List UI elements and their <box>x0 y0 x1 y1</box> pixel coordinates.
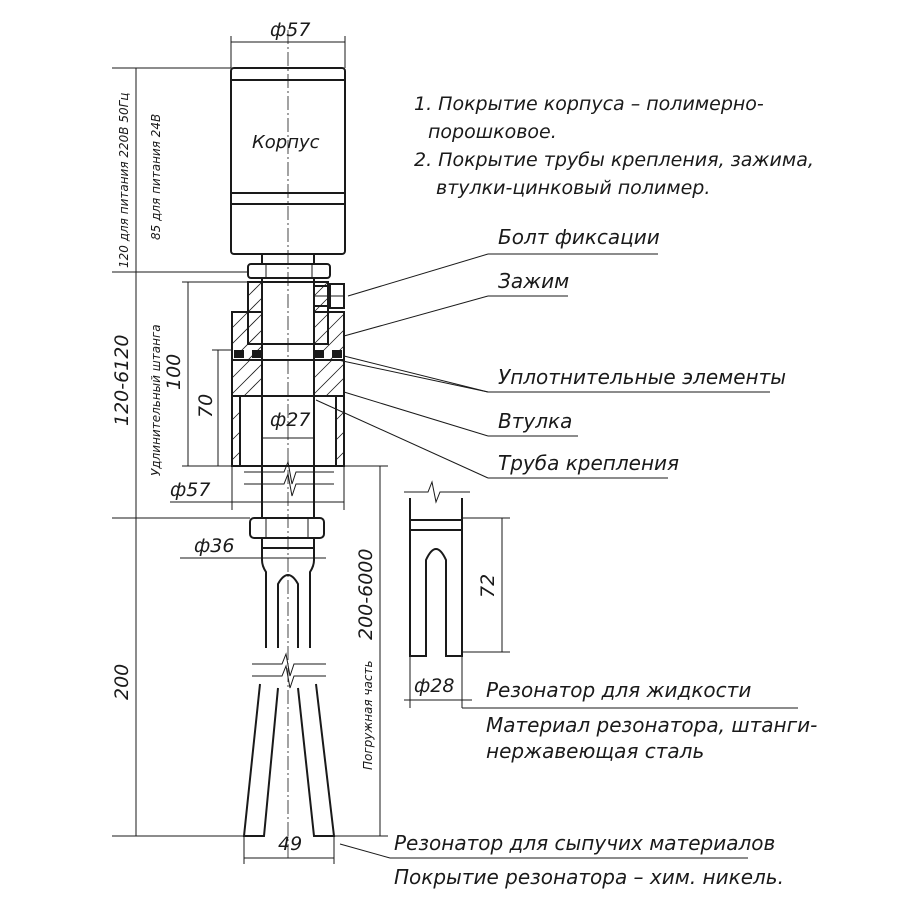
callout-bulk-resonator-text: Резонатор для сыпучих материалов <box>394 831 775 855</box>
notes: 1. Покрытие корпуса – полимерно- порошко… <box>414 93 814 199</box>
dim-fork-200: 200 <box>111 664 133 700</box>
callout-clamp: Зажим <box>343 269 569 337</box>
callout-pipe-text: Труба крепления <box>498 451 679 475</box>
lower-nut <box>249 517 325 549</box>
dim-housing-height-220: 120 для питания 220В 50Гц <box>117 93 131 268</box>
dim-liquid-diameter: ф28 <box>404 656 472 708</box>
callout-seals-text: Уплотнительные элементы <box>498 365 786 389</box>
dim-housing-height-24: 85 для питания 24В <box>149 114 163 240</box>
callout-clamp-text: Зажим <box>498 269 569 293</box>
fixing-bolt <box>313 283 345 309</box>
dim-pipe-diameter-text: ф27 <box>270 409 310 431</box>
note-line-2: порошковое. <box>428 121 557 143</box>
housing-neck <box>247 253 331 279</box>
dim-clamp-70: 70 <box>195 394 217 418</box>
dim-clamp-diameter: ф57 <box>170 466 345 510</box>
dim-fork-width: 49 <box>243 833 335 864</box>
callout-bolt-text: Болт фиксации <box>498 225 660 249</box>
hatch-left <box>231 281 263 461</box>
callout-liquid-resonator-text: Резонатор для жидкости <box>486 678 751 702</box>
dim-immersion-range: 200-6000 <box>355 549 377 640</box>
pipe-break <box>244 460 334 497</box>
dim-extension-label: Удлинительный штанга <box>149 324 163 476</box>
dim-nut-diameter: ф36 <box>180 535 326 559</box>
dim-housing-diameter-text: ф57 <box>270 19 310 41</box>
dim-fork-width-text: 49 <box>278 833 302 855</box>
note-line-4: втулки-цинковый полимер. <box>436 177 710 199</box>
callout-sleeve: Втулка <box>343 391 578 437</box>
dim-immersion: 200-6000 Погружная часть <box>334 465 388 837</box>
dim-liquid-72: 72 <box>462 517 510 653</box>
callout-bulk-resonator: Резонатор для сыпучих материалов Покрыти… <box>339 831 784 889</box>
callout-seals: Уплотнительные элементы <box>337 355 786 393</box>
housing: Корпус <box>230 67 346 255</box>
dim-immersion-label: Погружная часть <box>361 660 375 770</box>
dim-liquid-diameter-text: ф28 <box>414 675 454 697</box>
callout-liquid-resonator: Резонатор для жидкости Материал резонато… <box>462 678 817 763</box>
dim-nut-diameter-text: ф36 <box>194 535 234 557</box>
housing-label: Корпус <box>252 132 320 153</box>
dim-pipe-diameter: ф27 <box>262 409 314 439</box>
callout-bulk-coating-text: Покрытие резонатора – хим. никель. <box>394 865 784 889</box>
bulk-fork <box>242 548 336 837</box>
callout-bolt: Болт фиксации <box>347 225 660 297</box>
callout-material-line-2: нержавеющая сталь <box>486 739 704 763</box>
dim-housing-diameter: ф57 <box>230 19 346 68</box>
dim-extension-100: 100 <box>163 354 185 390</box>
callout-pipe: Труба крепления <box>315 399 679 479</box>
callout-sleeve-text: Втулка <box>498 409 572 433</box>
dim-clamp-diameter-text: ф57 <box>170 479 210 501</box>
note-line-1: 1. Покрытие корпуса – полимерно- <box>414 93 764 115</box>
note-line-3: 2. Покрытие трубы крепления, зажима, <box>414 149 814 171</box>
dim-liquid-72-text: 72 <box>477 574 499 598</box>
liquid-fork <box>404 480 470 657</box>
dim-extension-range: 120-6120 <box>111 335 133 426</box>
callout-material-line-1: Материал резонатора, штанги- <box>486 713 817 737</box>
